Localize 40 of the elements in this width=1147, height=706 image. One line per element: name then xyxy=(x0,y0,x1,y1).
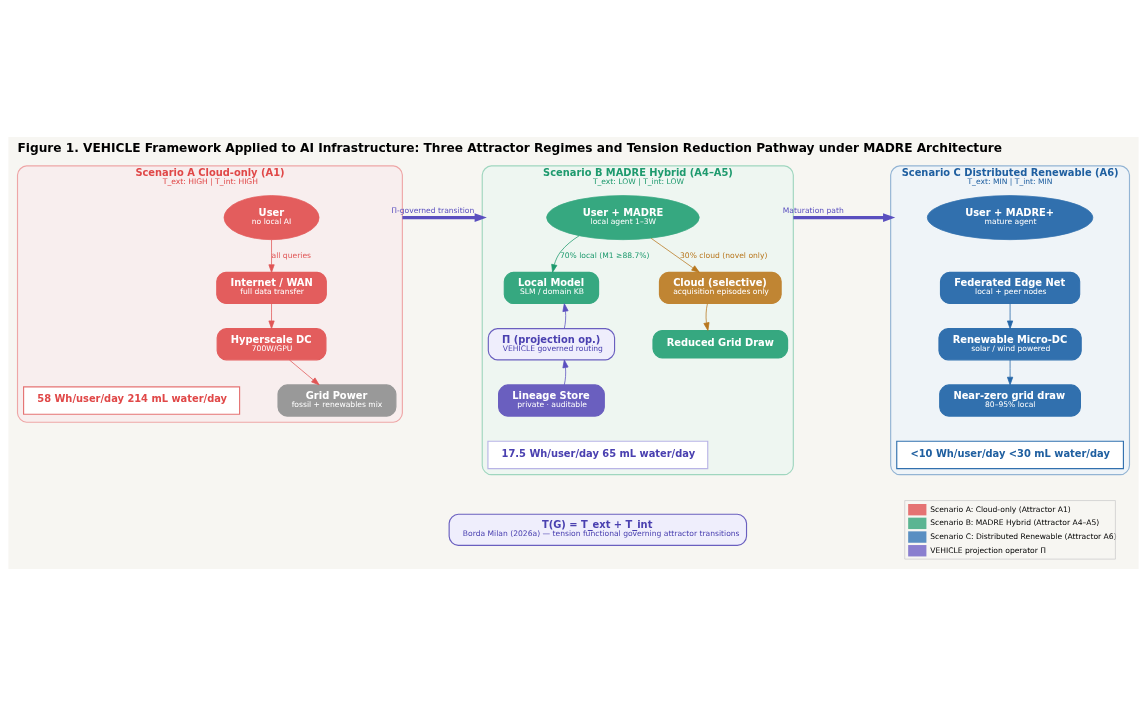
edge-label: 30% cloud (novel only) xyxy=(680,250,768,260)
node-box: 17.5 Wh/user/day 65 mL water/day xyxy=(487,440,709,470)
arrow xyxy=(650,237,700,273)
node-box: Π (projection op.) VEHICLE governed routing xyxy=(487,328,616,361)
arrow xyxy=(562,303,569,329)
arrow xyxy=(289,359,320,386)
edge-label: Π-governed transition xyxy=(391,206,475,216)
arrow xyxy=(562,359,569,386)
arrow xyxy=(402,213,487,222)
node-box: T(G) = T_ext + T_int Borda Milan (2026a) — tension functional governing attractor transitions xyxy=(448,513,748,546)
node-box: Cloud (selective) acquisition episodes only xyxy=(658,271,782,305)
arrow xyxy=(703,303,710,331)
node-ellipse: User + MADRE local agent 1–3W xyxy=(546,195,700,241)
legend-label: Scenario C: Distributed Renewable (Attractor A6) xyxy=(930,531,1117,541)
node-box: Federated Edge Net local + peer nodes xyxy=(939,271,1081,305)
node-box: Renewable Micro-DC solar / wind powered xyxy=(938,328,1082,361)
legend-label: VEHICLE projection operator Π xyxy=(930,545,1047,555)
diagram-title: Figure 1. VEHICLE Framework Applied to AI Infrastructure: Three Attractor Regimes and Tension Reduction Pathway under MADRE Architecture xyxy=(17,141,1003,156)
legend-label: Scenario A: Cloud-only (Attractor A1) xyxy=(930,504,1071,514)
node-box: Hyperscale DC 700W/GPU xyxy=(216,328,327,361)
edge-label: Maturation path xyxy=(782,206,844,216)
node-box: Local Model SLM / domain KB xyxy=(503,271,600,305)
node-ellipse: User + MADRE+ mature agent xyxy=(926,195,1094,241)
arrow xyxy=(268,239,275,273)
arrow xyxy=(551,235,580,273)
node-box: Reduced Grid Draw xyxy=(652,330,789,359)
edge-label: 70% local (M1 ≥88.7%) xyxy=(559,250,650,260)
edge-label: all queries xyxy=(271,250,312,260)
node-ellipse: User no local AI xyxy=(223,195,320,241)
arrow xyxy=(1007,359,1014,386)
arrow xyxy=(1007,303,1014,329)
node-box: Grid Power fossil + renewables mix xyxy=(277,384,397,417)
node-box: <10 Wh/user/day <30 mL water/day xyxy=(896,440,1124,470)
legend-label: Scenario B: MADRE Hybrid (Attractor A4–A5) xyxy=(930,518,1100,528)
arrow xyxy=(793,213,896,222)
node-box: 58 Wh/user/day 214 mL water/day xyxy=(23,386,241,415)
node-box: Near-zero grid draw 80–95% local xyxy=(939,384,1081,417)
node-box: Lineage Store private · auditable xyxy=(498,384,605,417)
arrow xyxy=(268,303,275,329)
node-box: Internet / WAN full data transfer xyxy=(216,271,327,305)
